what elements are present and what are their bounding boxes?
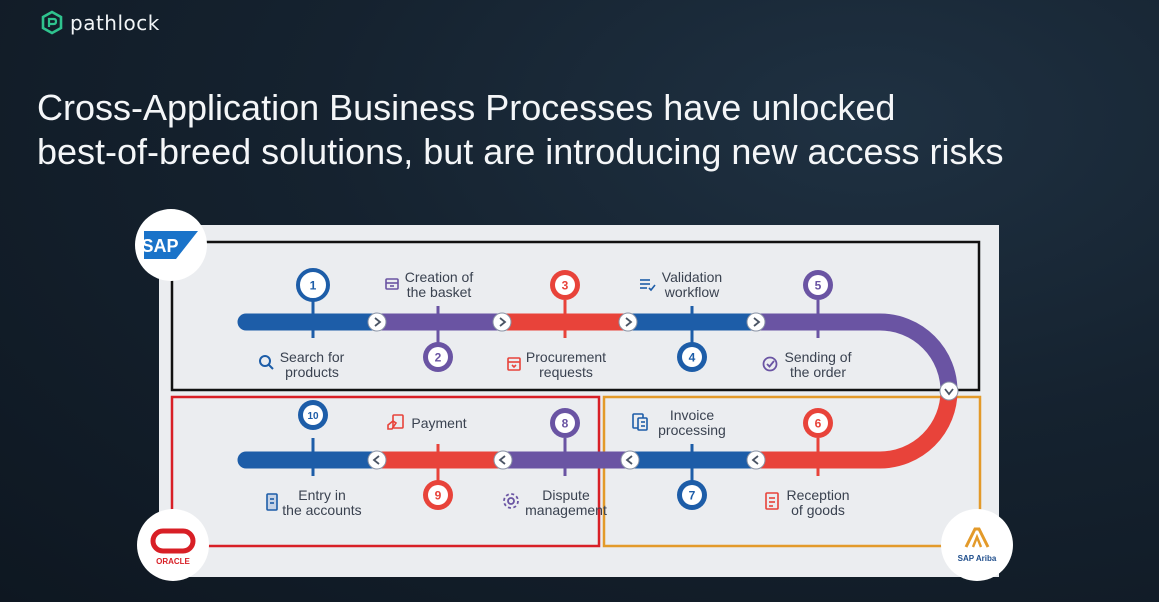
step-3-number: 3 [562, 279, 569, 293]
basket-icon [385, 278, 399, 290]
invoice-icon [632, 413, 648, 431]
chevron-left-icon [493, 450, 513, 470]
step-8-number: 8 [562, 417, 569, 431]
step-4-marker: 4 [677, 342, 707, 372]
sap-logo: SAP [135, 209, 207, 281]
bottom-chevrons [367, 450, 766, 470]
step-5-marker: 5 [803, 270, 833, 300]
ledger-icon [266, 493, 278, 511]
brand: pathlock [40, 10, 160, 36]
step-7-number: 7 [689, 489, 696, 503]
check-circle-icon [762, 356, 778, 372]
chevron-right-icon [492, 312, 512, 332]
chevron-left-icon [620, 450, 640, 470]
step-1-marker: 1 [296, 268, 330, 302]
oracle-logo-text: ORACLE [156, 557, 190, 566]
gear-icon [503, 493, 519, 509]
step-2-marker: 2 [423, 342, 453, 372]
step-1-number: 1 [310, 279, 317, 293]
step-9-marker: 9 [423, 480, 453, 510]
chevron-right-icon [618, 312, 638, 332]
step-2-number: 2 [435, 351, 442, 365]
chevron-down-icon [939, 381, 959, 401]
title-line-2: best-of-breed solutions, but are introdu… [37, 131, 1004, 172]
receipt-icon [765, 492, 779, 510]
ariba-logo-text: SAP Ariba [958, 554, 997, 563]
search-icon [259, 355, 274, 370]
chevron-right-icon [367, 312, 387, 332]
title-line-1: Cross-Application Business Processes hav… [37, 87, 896, 128]
chevron-left-icon [367, 450, 387, 470]
pathlock-logo-icon [41, 10, 63, 35]
ariba-scope-box [602, 395, 982, 548]
step-stems [311, 300, 820, 482]
checklist-icon [640, 279, 656, 292]
step-8-marker: 8 [550, 408, 580, 438]
chevron-left-icon [746, 450, 766, 470]
step-3-marker: 3 [550, 270, 580, 300]
step-9-label: Payment [411, 415, 467, 431]
step-10-number: 10 [307, 411, 319, 422]
oracle-logo: ORACLE [137, 509, 209, 581]
step-6-number: 6 [815, 417, 822, 431]
page-title: Cross-Application Business Processes hav… [37, 86, 1117, 174]
step-10-marker: 10 [298, 400, 328, 430]
brand-name: pathlock [70, 11, 160, 35]
request-icon [507, 357, 521, 371]
sap-scope-box [170, 240, 981, 392]
payment-icon [387, 414, 404, 430]
step-5-number: 5 [815, 279, 822, 293]
step-7-marker: 7 [677, 480, 707, 510]
oracle-scope-box [170, 395, 601, 548]
chevron-right-icon [746, 312, 766, 332]
sap-logo-text: SAP [141, 236, 178, 256]
ariba-logo: SAP Ariba [941, 509, 1013, 581]
step-4-number: 4 [689, 351, 696, 365]
step-9-number: 9 [435, 489, 442, 503]
top-chevrons [367, 312, 959, 401]
step-6-marker: 6 [803, 408, 833, 438]
